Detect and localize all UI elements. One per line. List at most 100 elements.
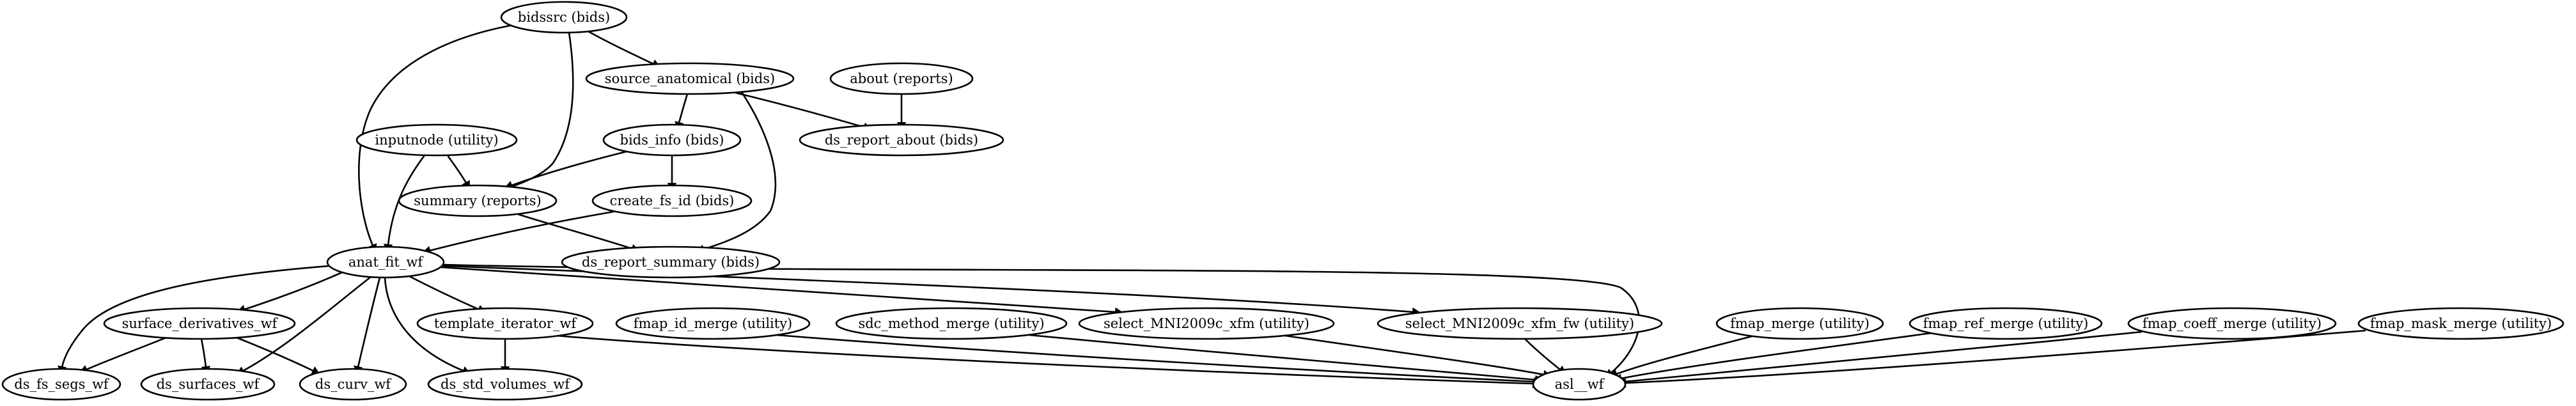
node-ellipse bbox=[561, 246, 781, 279]
node-ds_curv_wf: ds_curv_wf bbox=[299, 368, 407, 401]
node-label: ds_report_summary (bids) bbox=[582, 254, 760, 270]
node-label: anat_fit_wf bbox=[348, 254, 424, 270]
node-anat_fit_wf: anat_fit_wf bbox=[326, 246, 445, 279]
node-ellipse bbox=[326, 246, 445, 279]
node-source_anatomical: source_anatomical (bids) bbox=[585, 62, 795, 95]
edge-line bbox=[244, 271, 343, 311]
node-bidssrc: bidssrc (bids) bbox=[500, 1, 628, 34]
node-ellipse bbox=[2127, 307, 2337, 340]
node-ellipse bbox=[1, 368, 121, 401]
node-ellipse bbox=[1909, 307, 2103, 340]
node-ds_fs_segs_wf: ds_fs_segs_wf bbox=[1, 368, 121, 401]
node-ellipse bbox=[500, 1, 628, 34]
edge-anat_fit_wf-to-select_MNI2009c_xfm bbox=[441, 266, 1124, 317]
node-ellipse bbox=[2357, 307, 2564, 340]
edge-select_MNI2009c_xfm-to-asl_wf bbox=[1284, 334, 1552, 379]
edge-line bbox=[678, 93, 689, 123]
node-label: ds_surfaces_wf bbox=[157, 377, 261, 392]
edge-line bbox=[384, 277, 464, 372]
node-select_MNI2009c_xfm: select_MNI2009c_xfm (utility) bbox=[1078, 307, 1335, 340]
edge-fmap_id_merge-to-asl_wf bbox=[776, 334, 1543, 387]
node-sdc_method_merge: sdc_method_merge (utility) bbox=[835, 307, 1068, 340]
edge-sdc_method_merge-to-asl_wf bbox=[1029, 334, 1544, 385]
edge-line bbox=[517, 213, 633, 250]
node-label: ds_curv_wf bbox=[315, 377, 392, 392]
edge-line bbox=[1284, 334, 1545, 376]
node-ellipse bbox=[355, 123, 518, 157]
node-ellipse bbox=[1078, 307, 1335, 340]
node-fmap_mask_merge: fmap_mask_merge (utility) bbox=[2357, 307, 2564, 340]
node-asl_wf: asl__wf bbox=[1532, 368, 1627, 401]
node-label: fmap_id_merge (utility) bbox=[634, 316, 793, 331]
node-ellipse bbox=[799, 123, 1004, 157]
node-ellipse bbox=[427, 368, 583, 401]
edge-line bbox=[441, 266, 1116, 313]
edge-line bbox=[357, 277, 381, 368]
edge-surface_derivatives_wf-to-ds_fs_segs_wf bbox=[79, 336, 167, 374]
edge-inputnode-to-summary bbox=[446, 155, 471, 190]
node-ellipse bbox=[615, 307, 811, 340]
edge-line bbox=[409, 275, 480, 311]
node-ellipse bbox=[585, 62, 795, 95]
node-ellipse bbox=[103, 307, 296, 340]
node-ds_report_about: ds_report_about (bids) bbox=[799, 123, 1004, 157]
node-label: select_MNI2009c_xfm (utility) bbox=[1104, 316, 1309, 331]
edge-line bbox=[61, 265, 330, 368]
node-ellipse bbox=[1377, 307, 1663, 340]
node-label: ds_report_about (bids) bbox=[825, 132, 978, 148]
node-label: source_anatomical (bids) bbox=[605, 71, 775, 86]
edge-select_MNI2009c_xfm_fw-to-asl_wf bbox=[1524, 338, 1566, 375]
edge-bids_info-to-summary bbox=[504, 150, 627, 190]
edge-anat_fit_wf-to-template_iterator_wf bbox=[409, 275, 487, 314]
node-label: sdc_method_merge (utility) bbox=[858, 316, 1044, 331]
node-create_fs_id: create_fs_id (bids) bbox=[591, 184, 753, 217]
edge-line bbox=[703, 91, 777, 251]
edge-anat_fit_wf-to-ds_curv_wf bbox=[354, 277, 381, 375]
edge-anat_fit_wf-to-surface_derivatives_wf bbox=[237, 271, 343, 314]
node-label: create_fs_id (bids) bbox=[610, 193, 735, 208]
edge-template_iterator_wf-to-asl_wf bbox=[556, 334, 1542, 389]
node-ellipse bbox=[416, 307, 594, 340]
node-ellipse bbox=[1532, 368, 1627, 401]
edge-line bbox=[1524, 338, 1561, 371]
node-ellipse bbox=[299, 368, 407, 401]
node-label: inputnode (utility) bbox=[375, 132, 498, 148]
node-label: bids_info (bids) bbox=[620, 132, 724, 148]
node-ellipse bbox=[1715, 307, 1884, 340]
node-ellipse bbox=[140, 368, 276, 401]
edge-create_fs_id-to-anat_fit_wf bbox=[422, 210, 614, 255]
node-fmap_id_merge: fmap_id_merge (utility) bbox=[615, 307, 811, 340]
node-ds_surfaces_wf: ds_surfaces_wf bbox=[140, 368, 276, 401]
node-ds_report_summary: ds_report_summary (bids) bbox=[561, 246, 781, 279]
node-label: fmap_merge (utility) bbox=[1730, 316, 1870, 331]
node-summary: summary (reports) bbox=[398, 184, 558, 217]
edge-line bbox=[556, 334, 1534, 385]
edge-line bbox=[776, 334, 1535, 383]
edge-line bbox=[446, 155, 467, 183]
edge-line bbox=[501, 32, 574, 191]
edge-line bbox=[200, 338, 207, 368]
edge-line bbox=[86, 336, 167, 371]
edge-line bbox=[429, 210, 614, 252]
node-label: fmap_mask_merge (utility) bbox=[2370, 316, 2552, 331]
node-label: template_iterator_wf bbox=[434, 316, 578, 331]
edge-summary-to-ds_report_summary bbox=[517, 213, 640, 253]
node-label: fmap_coeff_merge (utility) bbox=[2143, 316, 2322, 331]
node-template_iterator_wf: template_iterator_wf bbox=[416, 307, 594, 340]
edge-line bbox=[511, 150, 627, 187]
edge-line bbox=[1623, 331, 2143, 383]
node-about: about (reports) bbox=[829, 62, 974, 95]
edge-line bbox=[1625, 329, 2366, 384]
node-label: select_MNI2009c_xfm_fw (utility) bbox=[1405, 316, 1634, 331]
node-label: summary (reports) bbox=[414, 193, 541, 208]
edge-line bbox=[735, 91, 865, 129]
node-label: asl__wf bbox=[1555, 377, 1605, 392]
edge-line bbox=[1620, 332, 1932, 380]
node-label: bidssrc (bids) bbox=[518, 10, 610, 25]
node-label: ds_std_volumes_wf bbox=[441, 377, 571, 392]
edge-line bbox=[588, 30, 654, 65]
node-label: fmap_ref_merge (utility) bbox=[1923, 316, 2089, 331]
edge-line bbox=[242, 276, 371, 372]
